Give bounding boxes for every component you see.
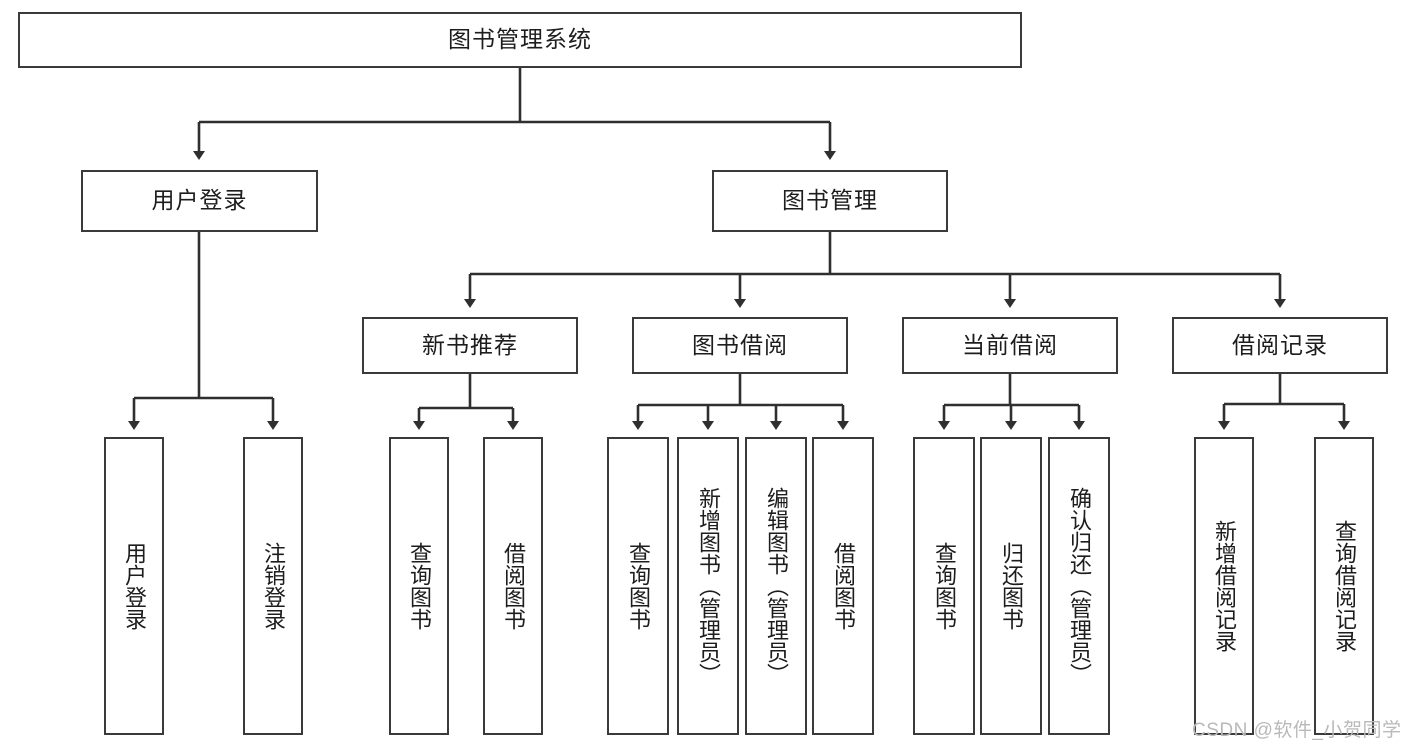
node-label: 归还图书: [998, 542, 1024, 630]
node-label: 新书推荐: [422, 331, 518, 358]
leaf-return-book[interactable]: 归还图书: [980, 437, 1042, 735]
node-label: 查询借阅记录: [1331, 520, 1357, 652]
node-label: 借阅图书: [830, 542, 856, 630]
leaf-query-book-current[interactable]: 查询图书: [913, 437, 975, 735]
node-label: 用户登录: [121, 542, 147, 630]
leaf-confirm-return-admin[interactable]: 确认归还（管理员）: [1048, 437, 1110, 735]
node-label: 借阅图书: [500, 542, 526, 630]
node-label: 查询图书: [625, 542, 651, 630]
leaf-query-book-borrowing[interactable]: 查询图书: [607, 437, 669, 735]
csdn-watermark: CSDN @软件_小贺同学: [1192, 720, 1402, 741]
node-label: 查询图书: [406, 542, 432, 630]
leaf-query-book-recommendation[interactable]: 查询图书: [389, 437, 449, 735]
node-book-management-system[interactable]: 图书管理系统: [18, 12, 1022, 68]
leaf-logout[interactable]: 注销登录: [243, 437, 303, 735]
node-label: 查询图书: [931, 542, 957, 630]
leaf-borrow-book-recommendation[interactable]: 借阅图书: [483, 437, 543, 735]
node-label: 新增图书（管理员）: [695, 487, 721, 685]
leaf-add-borrowing-record[interactable]: 新增借阅记录: [1194, 437, 1254, 735]
node-book-borrowing[interactable]: 图书借阅: [632, 317, 848, 374]
node-label: 用户登录: [151, 187, 248, 214]
node-borrowing-record[interactable]: 借阅记录: [1172, 317, 1388, 374]
leaf-edit-book-admin[interactable]: 编辑图书（管理员）: [745, 437, 807, 735]
node-label: 图书管理系统: [448, 26, 592, 53]
node-book-management[interactable]: 图书管理: [712, 170, 948, 232]
node-new-book-recommendation[interactable]: 新书推荐: [362, 317, 578, 374]
node-label: 借阅记录: [1232, 331, 1328, 358]
leaf-user-login[interactable]: 用户登录: [104, 437, 164, 735]
node-label: 注销登录: [260, 542, 286, 630]
node-label: 当前借阅: [962, 331, 1058, 358]
leaf-add-book-admin[interactable]: 新增图书（管理员）: [677, 437, 739, 735]
node-label: 图书管理: [782, 187, 878, 214]
node-label: 新增借阅记录: [1211, 520, 1237, 652]
node-current-borrowing[interactable]: 当前借阅: [902, 317, 1118, 374]
node-label: 图书借阅: [692, 331, 788, 358]
node-user-login[interactable]: 用户登录: [81, 170, 318, 232]
node-label: 确认归还（管理员）: [1066, 487, 1092, 685]
leaf-query-borrowing-record[interactable]: 查询借阅记录: [1314, 437, 1374, 735]
leaf-borrow-book-borrowing[interactable]: 借阅图书: [812, 437, 874, 735]
node-label: 编辑图书（管理员）: [763, 487, 789, 685]
